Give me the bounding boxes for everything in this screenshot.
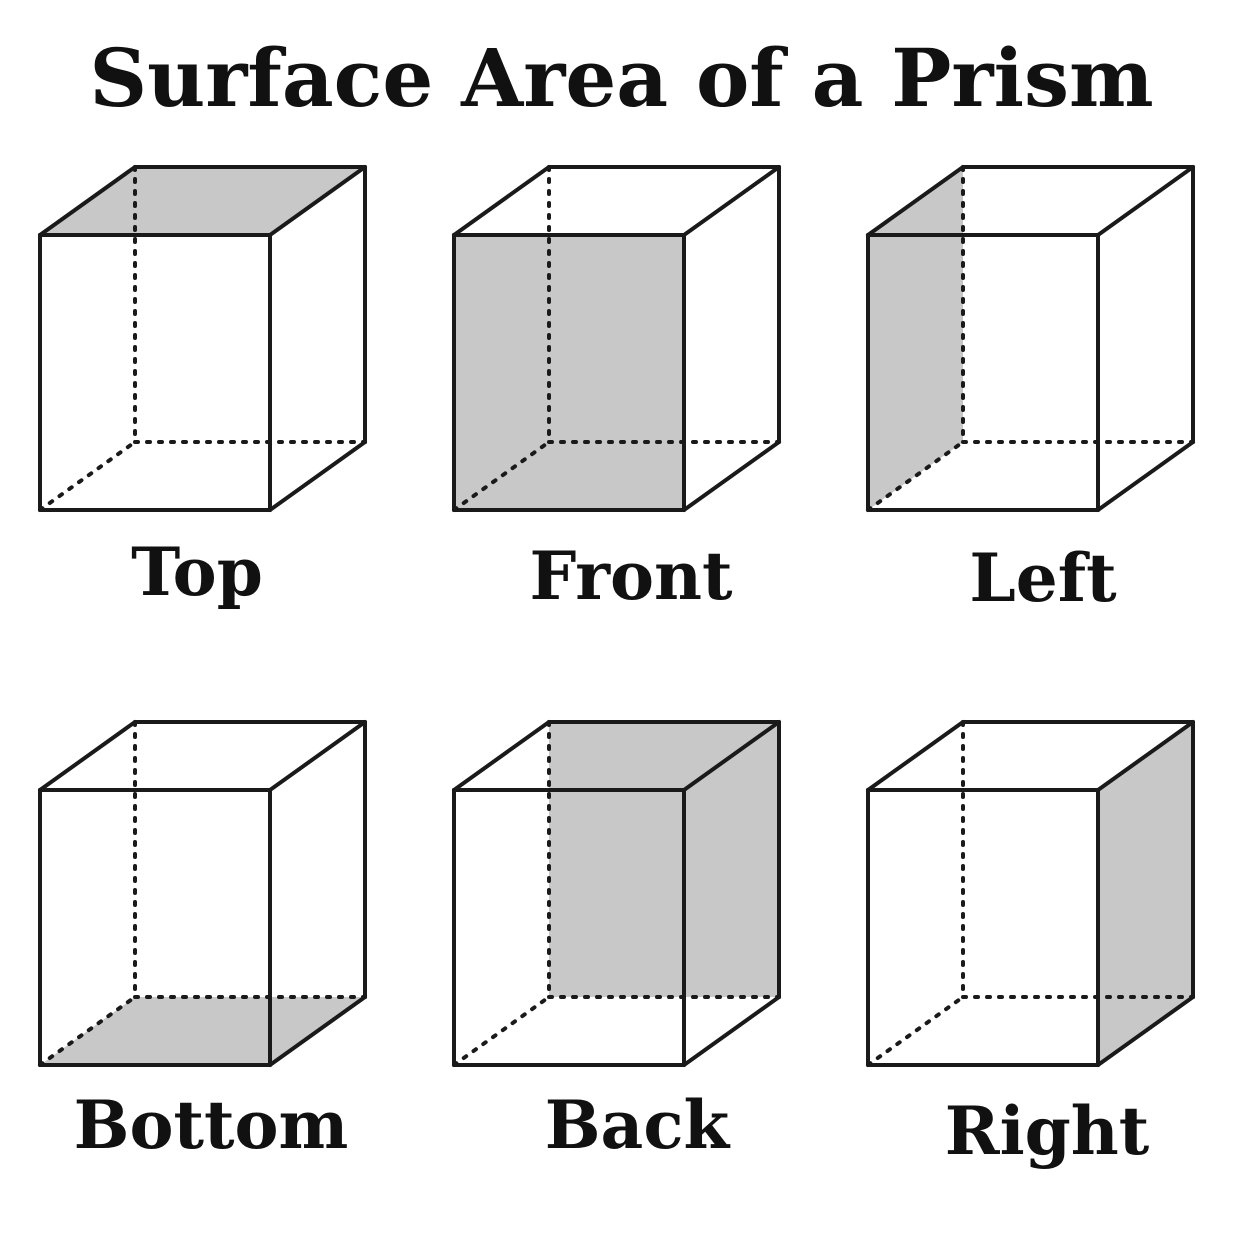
cube-label-right: Right — [944, 1092, 1150, 1170]
cube-back-drawing — [452, 720, 781, 1067]
cube-left-drawing — [866, 165, 1195, 512]
cube-front-drawing — [452, 165, 781, 512]
cube-label-bottom: Bottom — [73, 1086, 349, 1164]
cube-label-top: Top — [131, 533, 263, 611]
edge-7 — [682, 720, 781, 792]
cube-label-front: Front — [529, 537, 733, 615]
hidden-edge-2 — [866, 440, 965, 512]
cube-top-drawing — [38, 165, 367, 512]
edge-7 — [268, 720, 367, 792]
cube-back: Back — [414, 705, 828, 1235]
cube-left: Left — [828, 150, 1242, 680]
edge-6 — [866, 720, 965, 792]
edge-7 — [1096, 720, 1195, 792]
edge-8 — [682, 995, 781, 1067]
cube-front: Front — [414, 150, 828, 680]
edge-6 — [452, 165, 551, 237]
page-title: Surface Area of a Prism — [89, 31, 1154, 125]
edge-8 — [682, 440, 781, 512]
cube-bottom-drawing — [38, 720, 367, 1067]
cube-label-back: Back — [544, 1086, 730, 1164]
shaded-face-back — [549, 722, 779, 997]
shaded-face-right — [1098, 722, 1193, 1065]
shaded-face-left — [868, 167, 963, 510]
cube-top: Top — [0, 150, 414, 680]
cube-right-drawing — [866, 720, 1195, 1067]
shaded-face-front — [454, 235, 684, 510]
cube-bottom: Bottom — [0, 705, 414, 1235]
cube-label-left: Left — [969, 539, 1117, 617]
edge-8 — [268, 995, 367, 1067]
hidden-edge-2 — [452, 995, 551, 1067]
edge-7 — [1096, 165, 1195, 237]
shaded-face-bottom — [40, 997, 365, 1065]
shaded-face-top — [40, 167, 365, 235]
cube-grid: Top Front Left Bottom Back Right — [0, 150, 1242, 1170]
edge-6 — [38, 165, 137, 237]
edge-7 — [682, 165, 781, 237]
edge-6 — [38, 720, 137, 792]
edge-6 — [452, 720, 551, 792]
cube-right: Right — [828, 705, 1242, 1235]
hidden-edge-2 — [38, 995, 137, 1067]
edge-8 — [1096, 995, 1195, 1067]
edge-8 — [1096, 440, 1195, 512]
hidden-edge-2 — [866, 995, 965, 1067]
edge-8 — [268, 440, 367, 512]
edge-6 — [866, 165, 965, 237]
hidden-edge-2 — [452, 440, 551, 512]
edge-7 — [268, 165, 367, 237]
hidden-edge-2 — [38, 440, 137, 512]
